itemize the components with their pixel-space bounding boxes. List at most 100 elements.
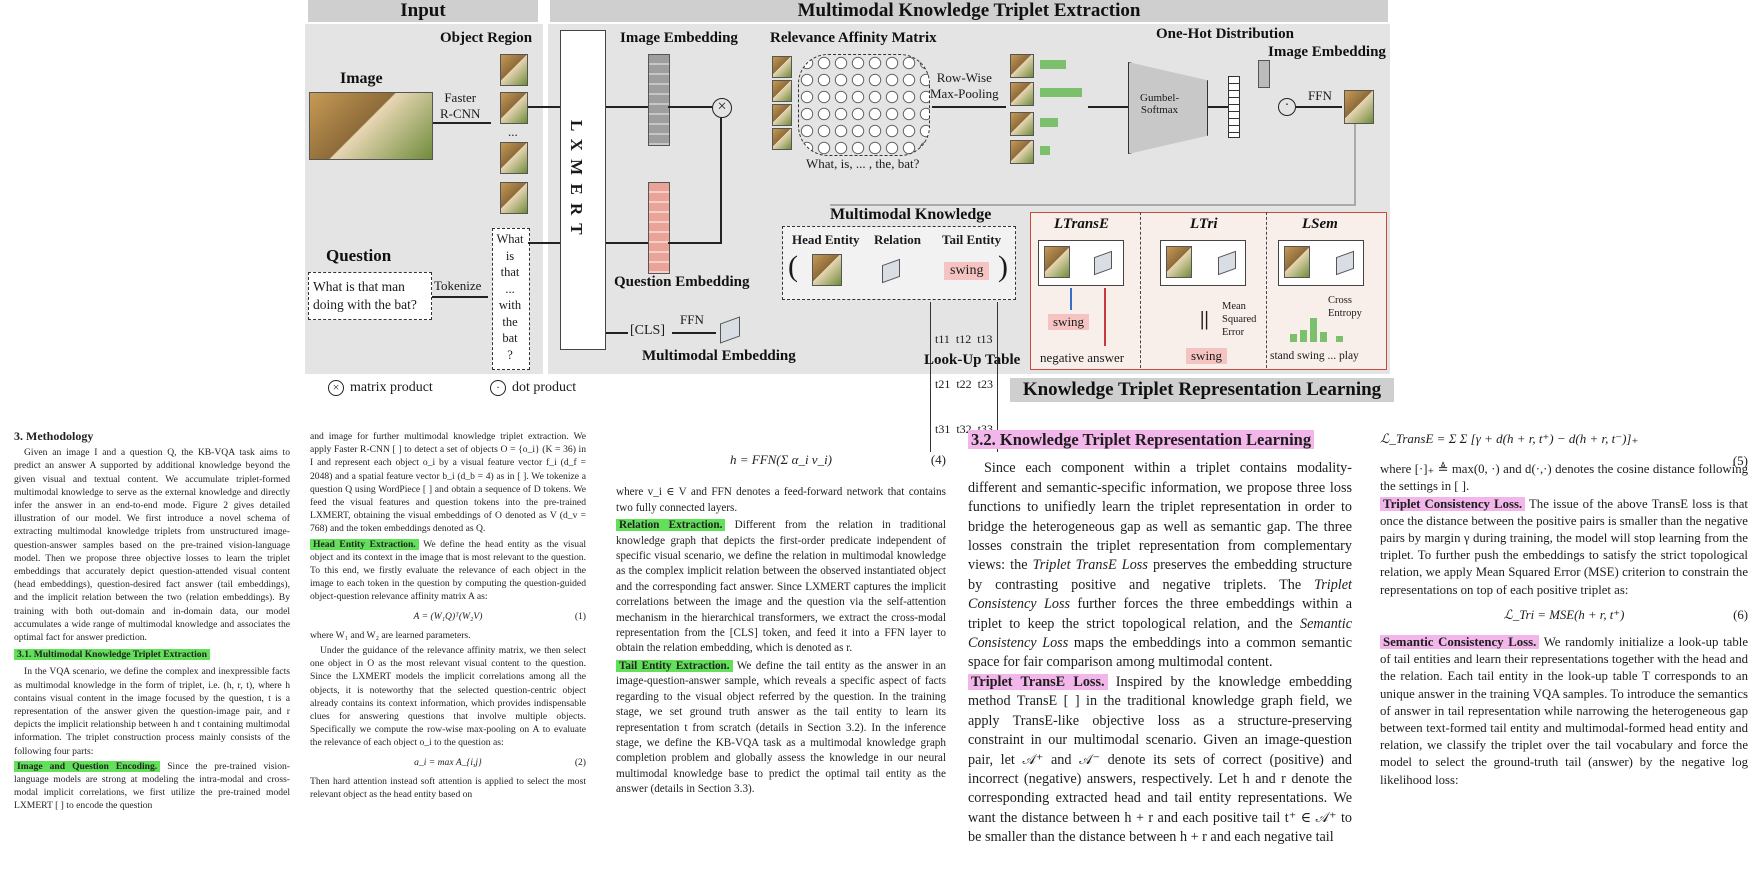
object-region-3 (500, 142, 528, 174)
object-ellipsis: ... (508, 124, 518, 139)
input-header: Input (308, 0, 538, 22)
triplet-close-paren: ) (998, 250, 1008, 283)
loss-divider-1 (1140, 212, 1141, 368)
loss-divider-2 (1266, 212, 1267, 368)
ffn-arrow-1 (672, 332, 716, 334)
matrix-product-icon: × (712, 98, 732, 118)
feedback-line-v (1354, 124, 1356, 204)
col3-para-2: Relation Extraction. Different from the … (616, 519, 946, 655)
score-bar-1 (1040, 60, 1066, 69)
col5-para-3: Semantic Consistency Loss. We randomly i… (1380, 635, 1748, 787)
col4-para-1: Since each component within a triplet co… (968, 460, 1353, 671)
matrix-in-arrow (668, 106, 712, 108)
relevance-matrix (798, 54, 930, 156)
equation-4: h = FFN(Σ α_i v_i)(4) (729, 452, 946, 467)
transe-positive-swing: swing (1048, 314, 1090, 330)
triplet-consistency-loss-heading: Triplet Consistency Loss. (1380, 496, 1526, 511)
pooled-thumb-1 (1010, 54, 1034, 78)
token-box (492, 228, 530, 370)
image-embedding-label: Image Embedding (620, 30, 738, 46)
object-region-1 (500, 54, 528, 86)
lxmert-out-arrow-1 (606, 106, 650, 108)
question-embedding-block (648, 182, 670, 274)
col2-para-4: Under the guidance of the relevance affi… (310, 645, 586, 749)
image-embedding2-block (1258, 60, 1270, 88)
cls-label: [CLS] (630, 323, 665, 338)
paper-column-4: 3.2. Knowledge Triplet Representation Le… (968, 430, 1352, 848)
question-embedding-label: Question Embedding (614, 274, 750, 290)
matrix-up-arrow (720, 118, 722, 242)
loss-tri-label: LTri (1190, 216, 1218, 232)
negative-answer-label: negative answer (1040, 350, 1125, 365)
paper-column-5: ℒ_TransE = Σ Σ [γ + d(h + r, t⁺) − d(h +… (1380, 430, 1748, 789)
ce-bar-4 (1320, 332, 1327, 342)
tail-entity-value: swing (944, 262, 990, 280)
token-5: with (498, 298, 522, 312)
paper-column-3: h = FFN(Σ α_i v_i)(4) where v_i ∈ V and … (616, 452, 946, 800)
tail-entity-label: Tail Entity (942, 232, 1002, 247)
cross-entropy-label: Cross Entropy (1328, 295, 1362, 319)
mse-bars-icon: || (1200, 308, 1209, 330)
section-3-2-title: 3.2. Knowledge Triplet Representation Le… (968, 430, 1315, 449)
token-7: bat (502, 331, 518, 345)
transe-head-thumb (1044, 246, 1070, 278)
token-3: that (500, 265, 520, 279)
col1-para-1: Given an image I and a question Q, the K… (14, 447, 290, 644)
rcnn-arrow (433, 122, 491, 124)
col2-para-1: and image for further multimodal knowled… (310, 431, 586, 535)
tokenize-arrow (432, 296, 488, 298)
score-bar-3 (1040, 118, 1058, 127)
ce-bar-2 (1300, 330, 1307, 342)
matrix-thumb-1 (772, 56, 792, 78)
col5-para-1: where [·]₊ ≜ max(0, ·) and d(·,·) denote… (1380, 462, 1748, 494)
lookup-table: t11 t12 t13 t21 t22 t23 t31 t32 t33 (930, 302, 999, 452)
triplet-transe-loss-heading: Triplet TransE Loss. (968, 673, 1108, 690)
legend-dot-label: dot product (512, 380, 577, 395)
legend-matrix-icon: × (328, 380, 344, 396)
transe-neg-arrow (1104, 288, 1106, 346)
pooled-thumb-2 (1010, 82, 1034, 106)
ffn-label-1: FFN (680, 312, 704, 327)
mkte-header: Multimodal Knowledge Triplet Extraction (550, 0, 1388, 22)
mk-title: Multimodal Knowledge (830, 206, 992, 223)
input-image (309, 92, 433, 160)
ce-bar-3 (1310, 318, 1317, 342)
token-1: What (496, 232, 524, 246)
lxmert-block (560, 30, 606, 350)
lookup-row-1: t11 t12 t13 (935, 332, 993, 346)
gumbel-arrow (1088, 106, 1128, 108)
ce-bar-5 (1336, 336, 1343, 342)
pooled-thumb-3 (1010, 112, 1034, 136)
col4-para-2: Triplet TransE Loss. Inspired by the kno… (968, 673, 1352, 846)
matrix-q-arrow (668, 242, 722, 244)
image-question-encoding-heading: Image and Question Encoding. (14, 760, 161, 772)
token-list: What is that ... with the bat ? (492, 231, 528, 363)
token-8: ? (507, 347, 513, 362)
onehot-arrow (1208, 106, 1228, 108)
tri-swing: swing (1186, 348, 1228, 364)
pooled-thumb-4 (1010, 140, 1034, 164)
image-embedding2-label: Image Embedding (1268, 44, 1386, 60)
matrix-thumb-3 (772, 104, 792, 126)
transe-pos-arrow (1070, 288, 1072, 310)
loss-region (1030, 212, 1387, 370)
question-label: Question (326, 246, 392, 265)
rowwise-arrow (932, 106, 1006, 108)
rowwise-label: Row-Wise Max-Pooling (930, 70, 999, 101)
matrix-thumb-4 (772, 128, 792, 150)
object-region-label: Object Region (440, 30, 533, 46)
question-box (308, 272, 432, 320)
token-2: is (505, 248, 515, 263)
dot-product-icon: · (1278, 98, 1296, 116)
tri-head-thumb (1166, 246, 1192, 278)
relation-extraction-heading: Relation Extraction. (616, 519, 726, 532)
sem-head-thumb (1284, 246, 1310, 278)
lookup-row-2: t21 t22 t23 (935, 377, 994, 391)
paper-column-1: 3. Methodology Given an image I and a qu… (14, 429, 290, 815)
tokenize-label: Tokenize (434, 278, 482, 293)
object-region-2 (500, 92, 528, 124)
head-entity-label: Head Entity (792, 232, 860, 247)
col1-para-3: Image and Question Encoding. Since the p… (14, 760, 290, 812)
head-entity-extraction-heading: Head Entity Extraction. (310, 538, 419, 550)
question-text: What is that man doing with the bat? (313, 279, 417, 312)
